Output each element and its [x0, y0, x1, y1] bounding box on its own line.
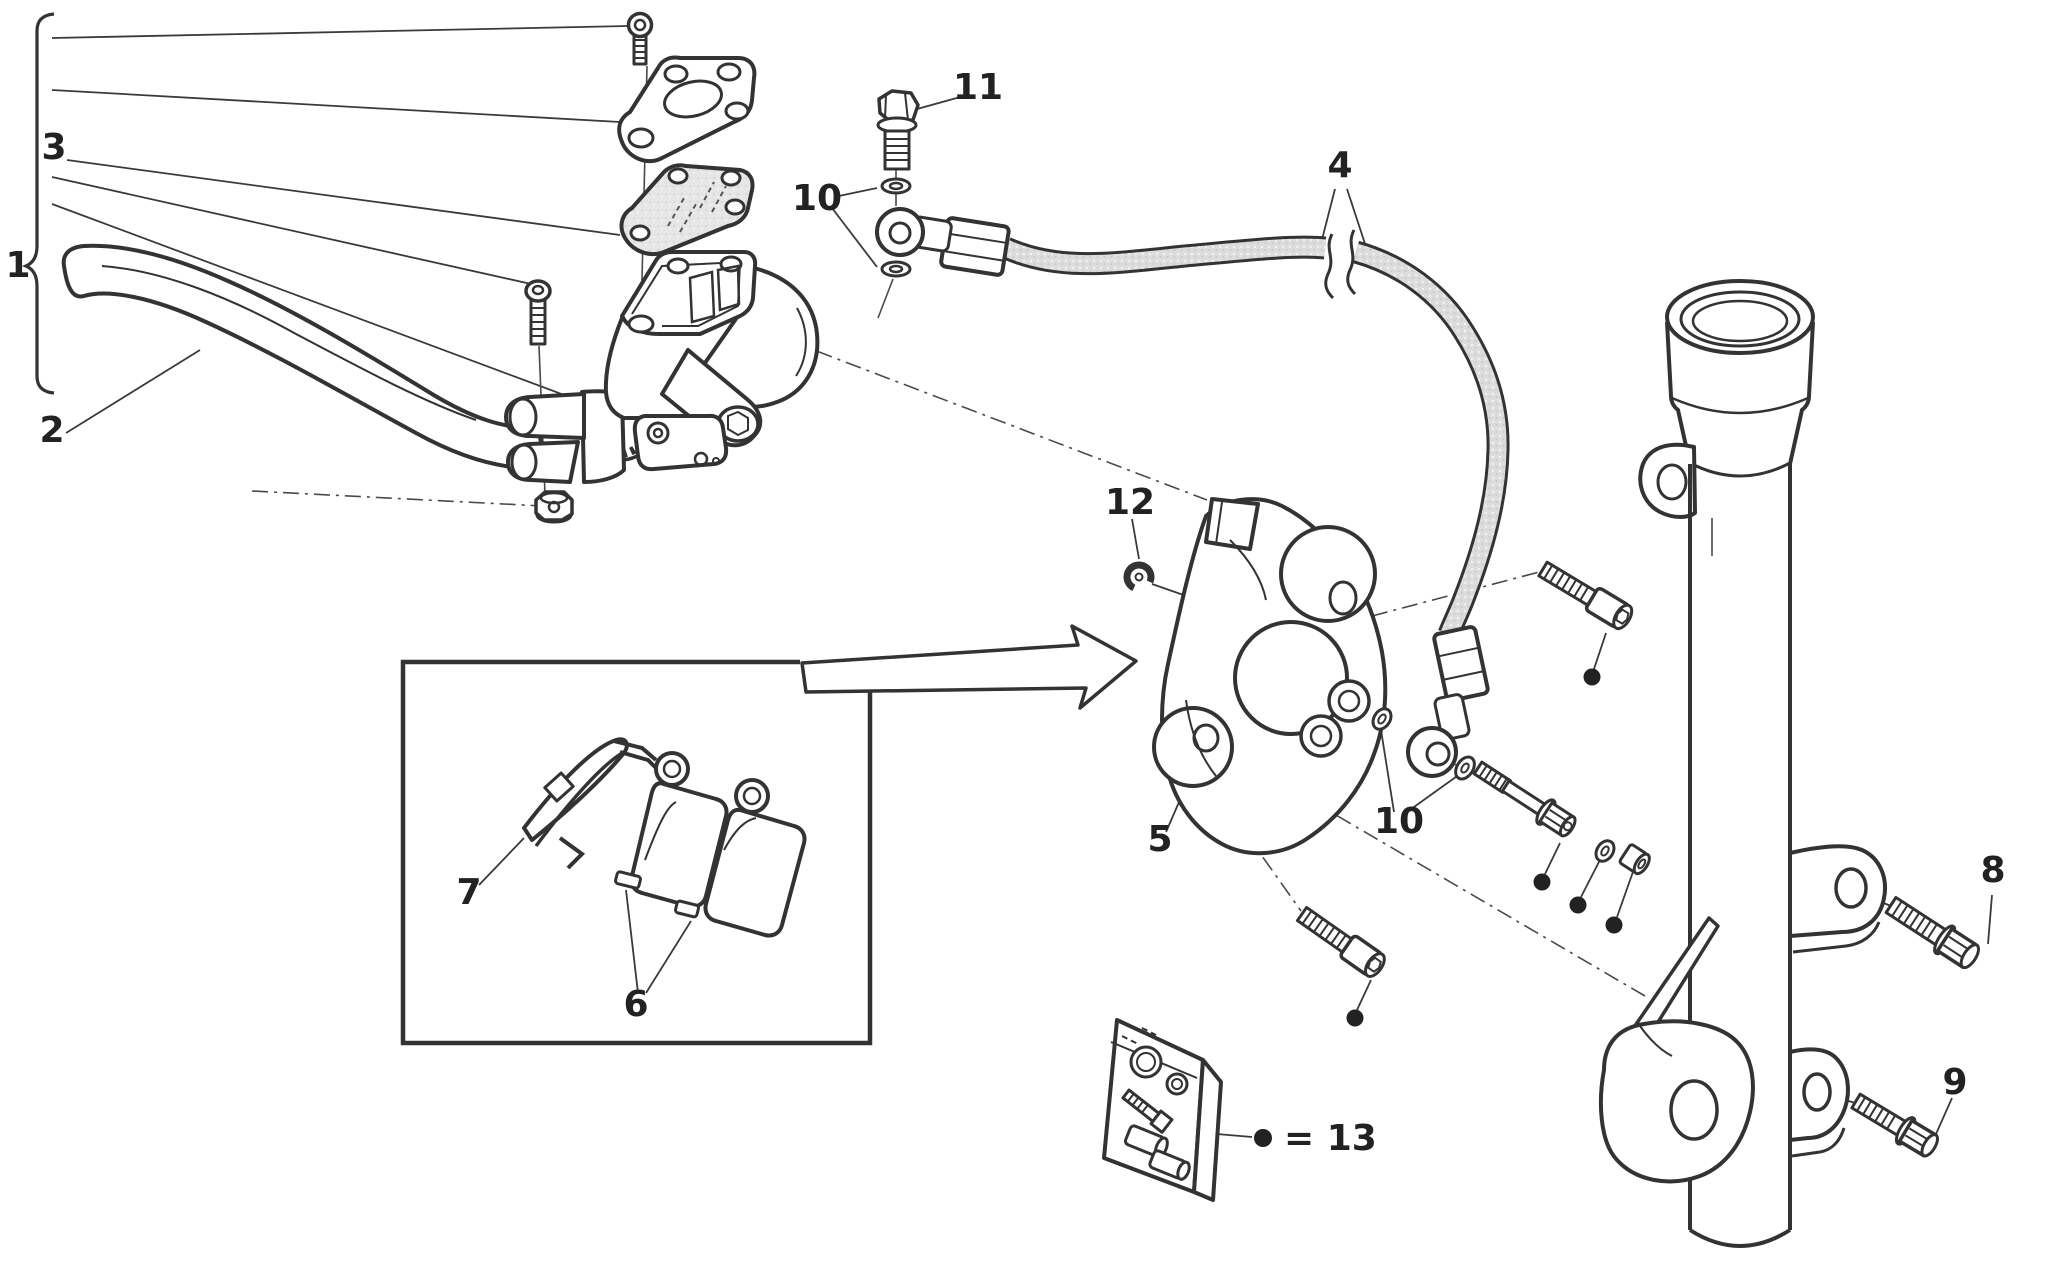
part-label-2: 2 — [39, 410, 64, 451]
reservoir-diaphragm — [619, 163, 755, 257]
fork-bolt-9 — [1850, 1092, 1939, 1158]
pad-spring — [522, 737, 662, 870]
pads-inset-box — [400, 624, 1138, 1046]
legend-text: = 13 — [1284, 1118, 1377, 1159]
caliper-mount-bolt-upper — [1537, 560, 1634, 631]
hose-fitting-caliper — [1406, 625, 1490, 778]
pad-pin-nut — [1618, 843, 1651, 876]
kit-legend: = 13 — [1254, 1118, 1377, 1159]
lever-pivot-boss — [632, 413, 729, 472]
clamp-screw — [524, 279, 552, 346]
master-cylinder-body — [603, 250, 820, 448]
caliper-mount-lug-lower — [1788, 1047, 1850, 1158]
handlebar-clamp — [504, 389, 626, 484]
leader-lines — [51, 25, 1993, 1138]
bag-contents — [1121, 1027, 1191, 1181]
brake-pads — [614, 751, 807, 938]
clamp-nut — [534, 490, 574, 524]
part-label-7: 7 — [456, 872, 481, 913]
hose-guide-lug — [1638, 442, 1713, 556]
caliper-mount-bolt-lower — [1295, 905, 1386, 978]
brake-hose — [875, 207, 1510, 778]
part-label-10-mc: 10 — [792, 178, 842, 219]
part-label-6: 6 — [623, 984, 648, 1025]
part-label-3: 3 — [41, 127, 66, 168]
fork-leg — [1598, 279, 1887, 1248]
kit-marker-dots — [1346, 668, 1623, 1027]
brake-lever — [61, 243, 548, 471]
part-label-4: 4 — [1327, 145, 1352, 186]
inset-arrow — [800, 624, 1138, 710]
brake-caliper — [1123, 497, 1388, 856]
part-label-1: 1 — [5, 245, 30, 286]
legend-dot-icon — [1254, 1129, 1272, 1147]
part-label-9: 9 — [1942, 1062, 1967, 1103]
part-label-12: 12 — [1105, 482, 1155, 523]
e-clip — [1123, 561, 1155, 593]
banjo-washers-top — [880, 177, 912, 278]
part-labels: 1 2 3 4 5 6 7 8 9 10 10 11 12 — [5, 67, 2005, 1103]
pad-pin-assembly — [1371, 707, 1651, 876]
hose-break-mark — [1324, 229, 1357, 300]
hose-banjo-mc — [875, 207, 953, 257]
cover-screw — [626, 11, 654, 66]
reservoir-cover — [617, 55, 757, 164]
service-kit-bag — [1102, 1018, 1223, 1202]
part-label-10-caliper: 10 — [1374, 801, 1424, 842]
part-label-11: 11 — [953, 67, 1003, 108]
part-label-8: 8 — [1980, 850, 2005, 891]
grouping-brace — [21, 12, 55, 395]
banjo-bolt — [876, 89, 920, 171]
caliper-mount-lug-upper — [1788, 844, 1887, 954]
master-cylinder-assembly — [61, 11, 820, 524]
fork-bolt-8 — [1884, 895, 1981, 970]
part-label-5: 5 — [1147, 819, 1172, 860]
pad-pin — [1472, 760, 1577, 838]
